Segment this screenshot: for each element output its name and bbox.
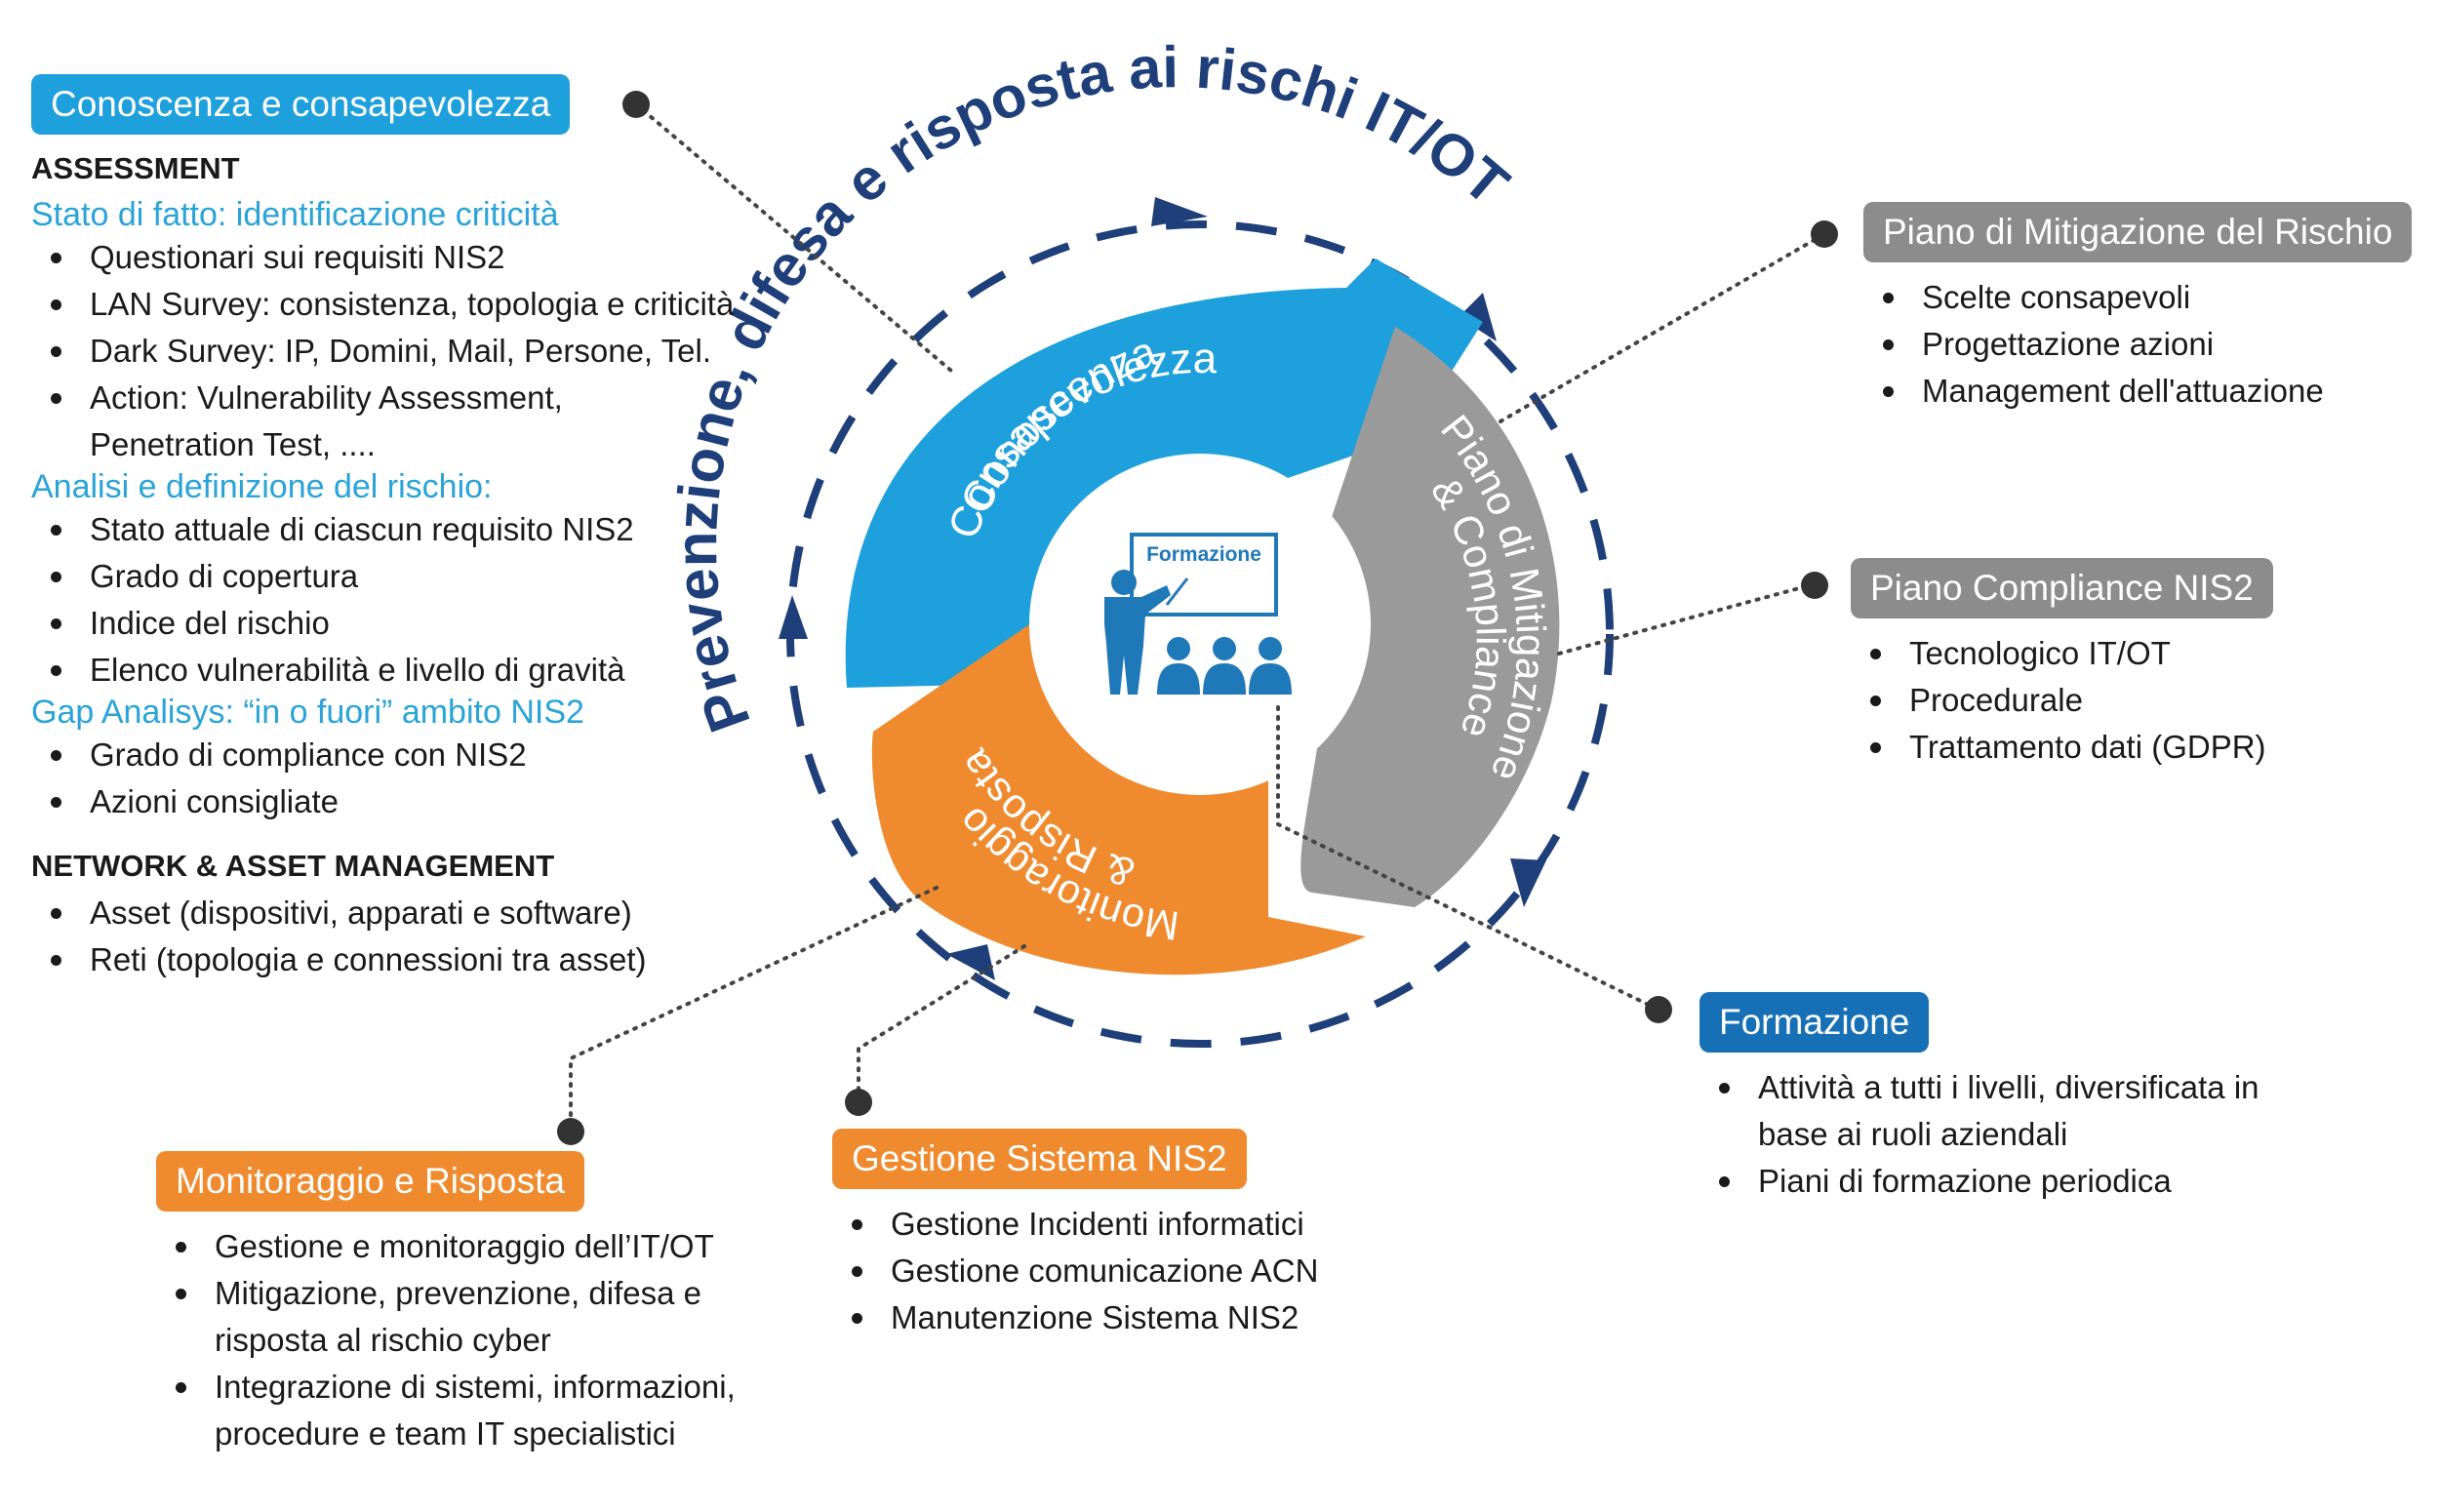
- list-item: Gestione comunicazione ACN: [832, 1248, 1437, 1294]
- list-item: Tecnologico IT/OT: [1851, 630, 2397, 677]
- list-item: LAN Survey: consistenza, topologia e cri…: [31, 281, 802, 328]
- panel-nis2-system-tag: Gestione Sistema NIS2: [832, 1129, 1247, 1189]
- panel-compliance-tag: Piano Compliance NIS2: [1851, 558, 2273, 618]
- panel-compliance: Piano Compliance NIS2 Tecnologico IT/OT …: [1851, 558, 2397, 771]
- list-item: Elenco vulnerabilità e livello di gravit…: [31, 647, 802, 694]
- connector-dot-monitoring: [557, 1118, 584, 1145]
- list-item: Integrazione di sistemi, informazioni, p…: [156, 1364, 790, 1457]
- segment-monitoring: [871, 615, 1366, 975]
- list-item: Azioni consigliate: [31, 778, 802, 825]
- list-item: Stato attuale di ciascun requisito NIS2: [31, 506, 802, 553]
- assessment-list-2: Stato attuale di ciascun requisito NIS2 …: [31, 506, 802, 694]
- center-hub: [1029, 454, 1371, 795]
- panel-awareness-tag: Conoscenza e consapevolezza: [31, 74, 571, 135]
- list-item: Dark Survey: IP, Domini, Mail, Persone, …: [31, 328, 802, 375]
- panel-training-tag: Formazione: [1699, 992, 1930, 1053]
- ring-arrow-top-icon: [1151, 197, 1208, 226]
- nis2-system-list: Gestione Incidenti informatici Gestione …: [832, 1201, 1437, 1341]
- ring-arrow-bottom-icon: [946, 944, 995, 980]
- network-list: Asset (dispositivi, apparati e software)…: [31, 890, 802, 983]
- assessment-sub2: Analisi e definizione del rischio:: [31, 468, 493, 505]
- network-heading: NETWORK & ASSET MANAGEMENT: [31, 849, 555, 883]
- list-item: Scelte consapevoli: [1863, 274, 2419, 321]
- assessment-heading: ASSESSMENT: [31, 151, 240, 185]
- assessment-sub3: Gap Analisys: “in o fuori” ambito NIS2: [31, 694, 584, 731]
- training-icon: Formazione: [1104, 533, 1292, 695]
- connector-nis2: [857, 944, 1026, 1104]
- panel-nis2-system: Gestione Sistema NIS2 Gestione Incidenti…: [832, 1129, 1437, 1341]
- list-item: Action: Vulnerability Assessment, Penetr…: [31, 375, 802, 468]
- connector-monitoring: [569, 886, 939, 1129]
- list-item: Progettazione azioni: [1863, 321, 2419, 368]
- connector-dot-mitigation-plan: [1811, 220, 1838, 248]
- connector-awareness: [634, 102, 953, 373]
- list-item: Attività a tutti i livelli, diversificat…: [1699, 1064, 2382, 1158]
- list-item: Questionari sui requisiti NIS2: [31, 234, 802, 281]
- training-board-label: Formazione: [1146, 543, 1261, 566]
- list-item: Gestione Incidenti informatici: [832, 1201, 1437, 1248]
- list-item: Trattamento dati (GDPR): [1851, 724, 2397, 771]
- panel-mitigation-plan: Piano di Mitigazione del Rischio Scelte …: [1863, 202, 2419, 415]
- connector-dot-awareness: [622, 91, 650, 118]
- list-item: Reti (topologia e connessioni tra asset): [31, 936, 802, 983]
- ring-arrow-left-icon: [779, 595, 808, 639]
- assessment-sub1: Stato di fatto: identificazione criticit…: [31, 196, 559, 233]
- list-item: Management dell'attuazione: [1863, 368, 2419, 415]
- mitigation-plan-list: Scelte consapevoli Progettazione azioni …: [1863, 274, 2419, 415]
- connector-compliance: [1557, 583, 1812, 656]
- list-item: Procedurale: [1851, 677, 2397, 724]
- panel-monitoring: Monitoraggio e Risposta Gestione e monit…: [156, 1151, 790, 1457]
- assessment-list-3: Grado di compliance con NIS2 Azioni cons…: [31, 732, 802, 825]
- segment-mitigation: [1300, 327, 1560, 907]
- monitoring-list: Gestione e monitoraggio dell’IT/OT Mitig…: [156, 1223, 790, 1457]
- connector-dot-training: [1645, 996, 1672, 1023]
- list-item: Indice del rischio: [31, 600, 802, 647]
- list-item: Mitigazione, prevenzione, difesa e rispo…: [156, 1270, 790, 1364]
- panel-mitigation-plan-tag: Piano di Mitigazione del Rischio: [1863, 202, 2413, 262]
- panel-awareness: Conoscenza e consapevolezza ASSESSMENT S…: [31, 74, 802, 983]
- list-item: Grado di compliance con NIS2: [31, 732, 802, 778]
- list-item: Gestione e monitoraggio dell’IT/OT: [156, 1223, 790, 1270]
- connector-dot-nis2: [845, 1089, 872, 1116]
- compliance-list: Tecnologico IT/OT Procedurale Trattament…: [1851, 630, 2397, 771]
- training-list: Attività a tutti i livelli, diversificat…: [1699, 1064, 2382, 1205]
- panel-training: Formazione Attività a tutti i livelli, d…: [1699, 992, 2382, 1205]
- list-item: Manutenzione Sistema NIS2: [832, 1294, 1437, 1341]
- ring-arrow-right-icon: [1510, 858, 1546, 907]
- assessment-list-1: Questionari sui requisiti NIS2 LAN Surve…: [31, 234, 802, 468]
- connector-dot-compliance: [1801, 572, 1828, 599]
- list-item: Piani di formazione periodica: [1699, 1158, 2382, 1205]
- list-item: Grado di copertura: [31, 553, 802, 600]
- panel-monitoring-tag: Monitoraggio e Risposta: [156, 1151, 584, 1212]
- list-item: Asset (dispositivi, apparati e software): [31, 890, 802, 936]
- connector-mitigation-plan: [1499, 232, 1826, 423]
- ring-arrow-topright-icon: [1459, 293, 1497, 341]
- connector-training: [1276, 705, 1660, 1012]
